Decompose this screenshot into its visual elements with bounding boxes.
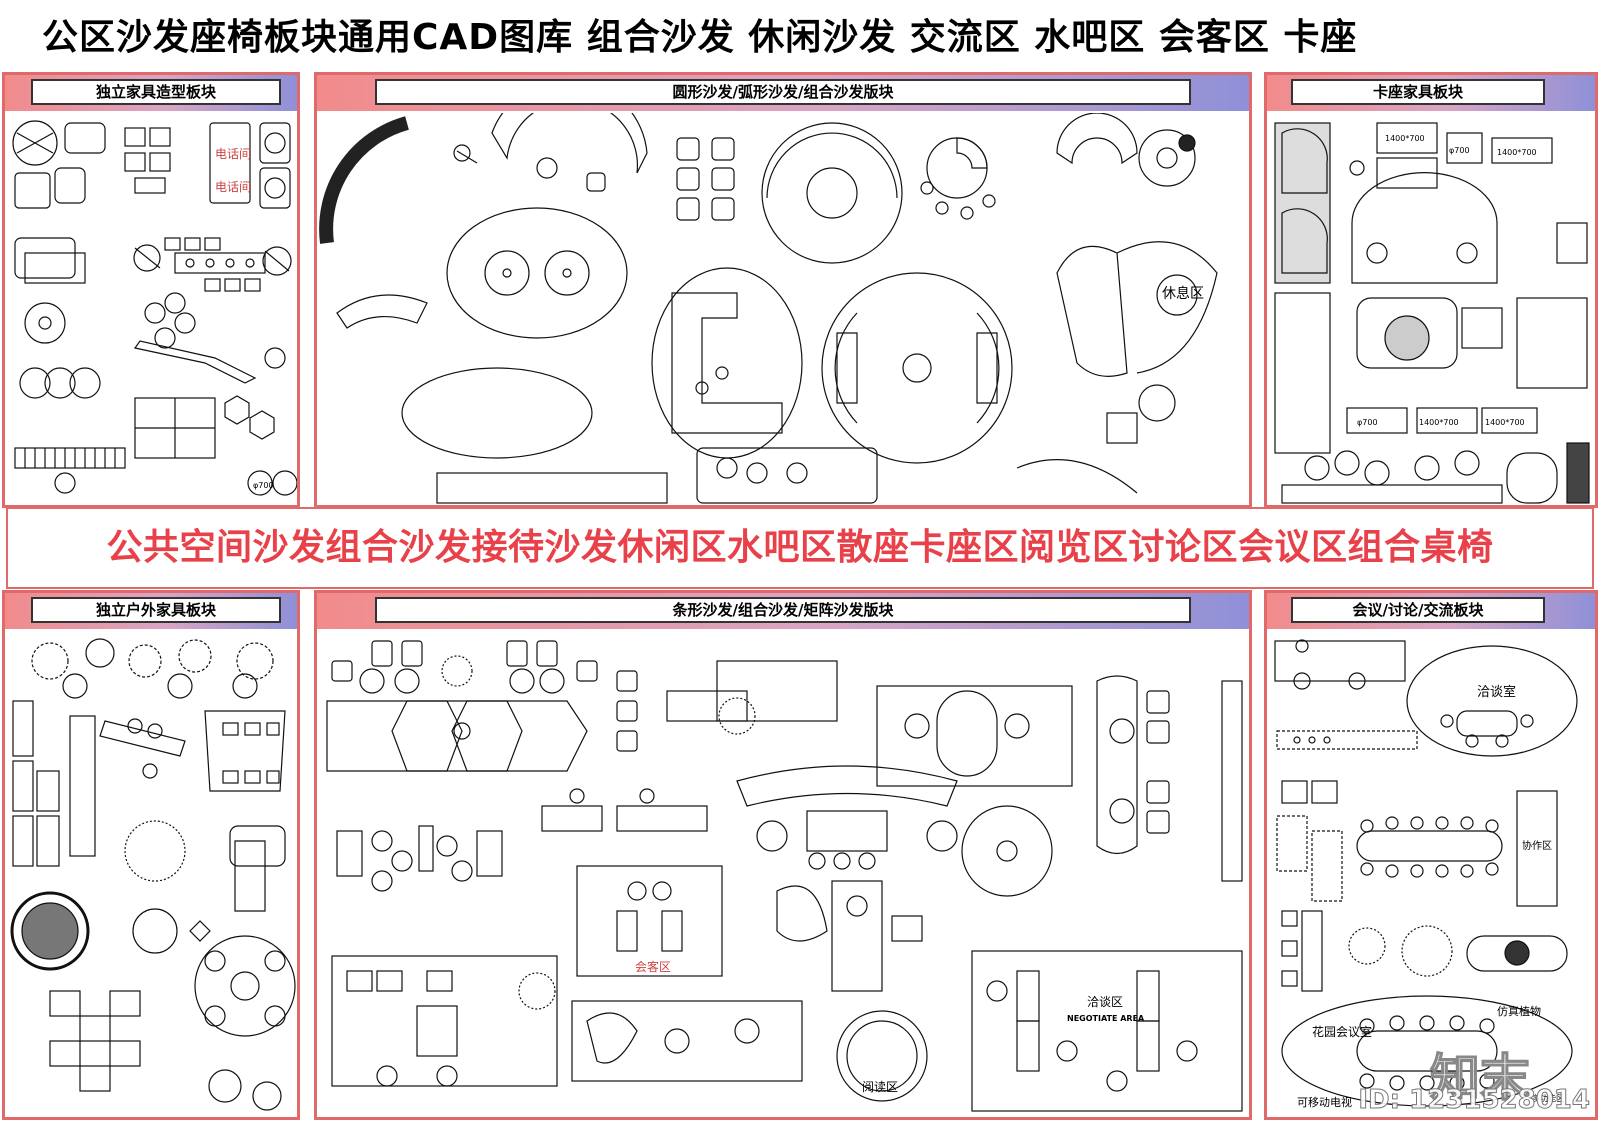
label-phone-booth: 电话间 bbox=[215, 147, 251, 161]
panel-header: 卡座家具板块 bbox=[1267, 75, 1595, 111]
label-faux-plant: 仿真植物 bbox=[1497, 1004, 1541, 1018]
label-dimension: 1400*700 bbox=[1419, 418, 1459, 427]
label-reading-zone: 阅读区 bbox=[862, 1080, 898, 1094]
panel-header: 会议/讨论/交流板块 bbox=[1267, 593, 1595, 629]
slogan-banner: 公共空间沙发组合沙发接待沙发休闲区水吧区散座卡座区阅览区讨论区会议区组合桌椅 bbox=[6, 507, 1594, 589]
label-dimension: φ700 bbox=[1357, 418, 1378, 427]
panel-title: 独立家具造型板块 bbox=[31, 79, 281, 105]
label-dimension: φ700 bbox=[253, 481, 274, 490]
panel-linear-sofa: 条形沙发/组合沙发/矩阵沙发版块 会客区 bbox=[314, 590, 1252, 1120]
page-title: 公区沙发座椅板块通用CAD图库 组合沙发 休闲沙发 交流区 水吧区 会客区 卡座 bbox=[42, 17, 1358, 58]
label-negotiate-area-en: NEGOTIATE AREA bbox=[1067, 1014, 1145, 1023]
label-dimension: 1400*700 bbox=[1497, 148, 1537, 157]
cad-drawing-round-sofa: 休息区 bbox=[319, 113, 1218, 504]
panel-header: 独立户外家具板块 bbox=[5, 593, 297, 629]
label-reception-zone: 会客区 bbox=[635, 959, 671, 974]
cad-drawing-meeting: 洽谈室 协作区 花园会议室 仿真植物 可移动电视 多功能区 bbox=[1274, 639, 1578, 1109]
cad-drawing-standalone: 电话间 电话间 φ700 bbox=[12, 120, 297, 496]
cad-drawing-booth: 1400*700 φ700 1400*700 φ700 1400*700 140… bbox=[1274, 122, 1590, 504]
panel-header: 圆形沙发/弧形沙发/组合沙发版块 bbox=[317, 75, 1249, 111]
panel-standalone-furniture: 独立家具造型板块 电话间 电话间 φ700 bbox=[2, 72, 300, 508]
panel-title: 独立户外家具板块 bbox=[31, 597, 281, 623]
label-meeting-room: 洽谈室 bbox=[1477, 684, 1516, 700]
label-negotiate-zone: 洽谈区 bbox=[1087, 995, 1123, 1009]
panel-outdoor-furniture: 独立户外家具板块 bbox=[2, 590, 300, 1120]
label-rest-zone: 休息区 bbox=[1162, 285, 1204, 302]
panel-title: 会议/讨论/交流板块 bbox=[1291, 597, 1545, 623]
panel-booth-furniture: 卡座家具板块 1400*700 φ700 1400*700 φ700 1400*… bbox=[1264, 72, 1598, 508]
label-multi-zone: 多功能区 bbox=[1532, 1093, 1564, 1103]
cad-drawing-linear-sofa: 会客区 阅读区 洽谈区 NEGOTIATE AREA bbox=[326, 640, 1243, 1112]
panel-header: 条形沙发/组合沙发/矩阵沙发版块 bbox=[317, 593, 1249, 629]
panel-header: 独立家具造型板块 bbox=[5, 75, 297, 111]
panel-round-sofa: 圆形沙发/弧形沙发/组合沙发版块 休息区 bbox=[314, 72, 1252, 508]
label-dimension: 1400*700 bbox=[1485, 418, 1525, 427]
label-mobile-tv: 可移动电视 bbox=[1297, 1095, 1352, 1109]
panel-meeting-discussion: 会议/讨论/交流板块 洽谈室 协作区 花园会议室 仿真植物 可移动电视 多功能区 bbox=[1264, 590, 1598, 1120]
panel-title: 圆形沙发/弧形沙发/组合沙发版块 bbox=[375, 79, 1191, 105]
cad-drawing-outdoor bbox=[10, 638, 296, 1111]
label-dimension: 1400*700 bbox=[1385, 134, 1425, 143]
label-garden-meeting: 花园会议室 bbox=[1312, 1024, 1372, 1039]
watermark-id: ID: 1231528014 bbox=[1358, 1085, 1591, 1116]
watermark-brand: 知末 bbox=[1429, 1048, 1531, 1108]
label-phone-booth: 电话间 bbox=[215, 180, 251, 194]
panel-title: 条形沙发/组合沙发/矩阵沙发版块 bbox=[375, 597, 1191, 623]
label-collab-zone: 协作区 bbox=[1522, 839, 1552, 852]
label-dimension: φ700 bbox=[1449, 146, 1470, 155]
panel-title: 卡座家具板块 bbox=[1291, 79, 1545, 105]
